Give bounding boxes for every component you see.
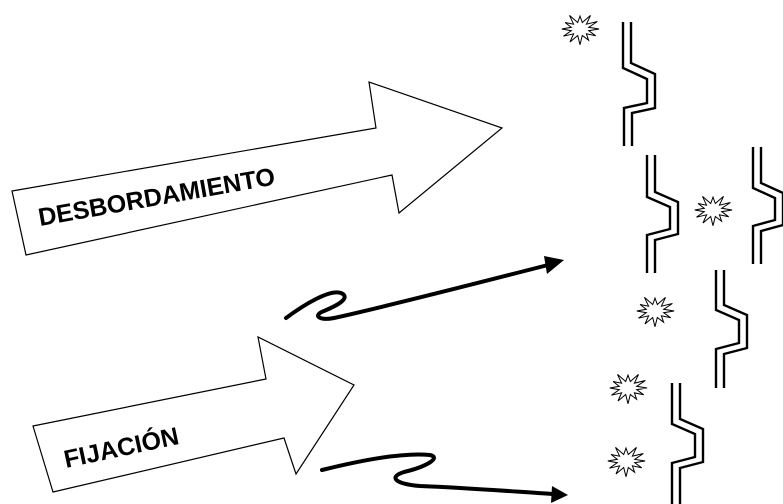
- desbordamiento-arrow-shape: [11, 81, 504, 256]
- upper-squiggle-line: [284, 263, 550, 321]
- upper-squiggle-arrowhead: [544, 256, 564, 274]
- lower-squiggle-arrow: [320, 452, 568, 503]
- lower-squiggle-arrowhead: [551, 486, 568, 503]
- fijacion-arrow-shape: [32, 335, 355, 493]
- starburst-icon: [609, 373, 648, 404]
- starburst-icon: [636, 296, 675, 327]
- stepped-structure-3: [751, 147, 783, 264]
- fijacion-arrow: FIJACIÓN: [32, 335, 355, 493]
- starburst-icon: [607, 446, 646, 477]
- upper-squiggle-arrow: [284, 256, 564, 321]
- stepped-structure-1: [621, 22, 657, 146]
- desbordamiento-arrow: DESBORDAMIENTO: [11, 81, 504, 256]
- starburst-icon: [561, 14, 600, 45]
- starburst-group: [561, 14, 733, 477]
- stepped-structure-5: [670, 383, 705, 504]
- stepped-structure-4: [714, 270, 749, 388]
- lower-squiggle-line: [320, 452, 556, 496]
- stepped-structure-2: [645, 155, 680, 273]
- starburst-icon: [694, 195, 733, 226]
